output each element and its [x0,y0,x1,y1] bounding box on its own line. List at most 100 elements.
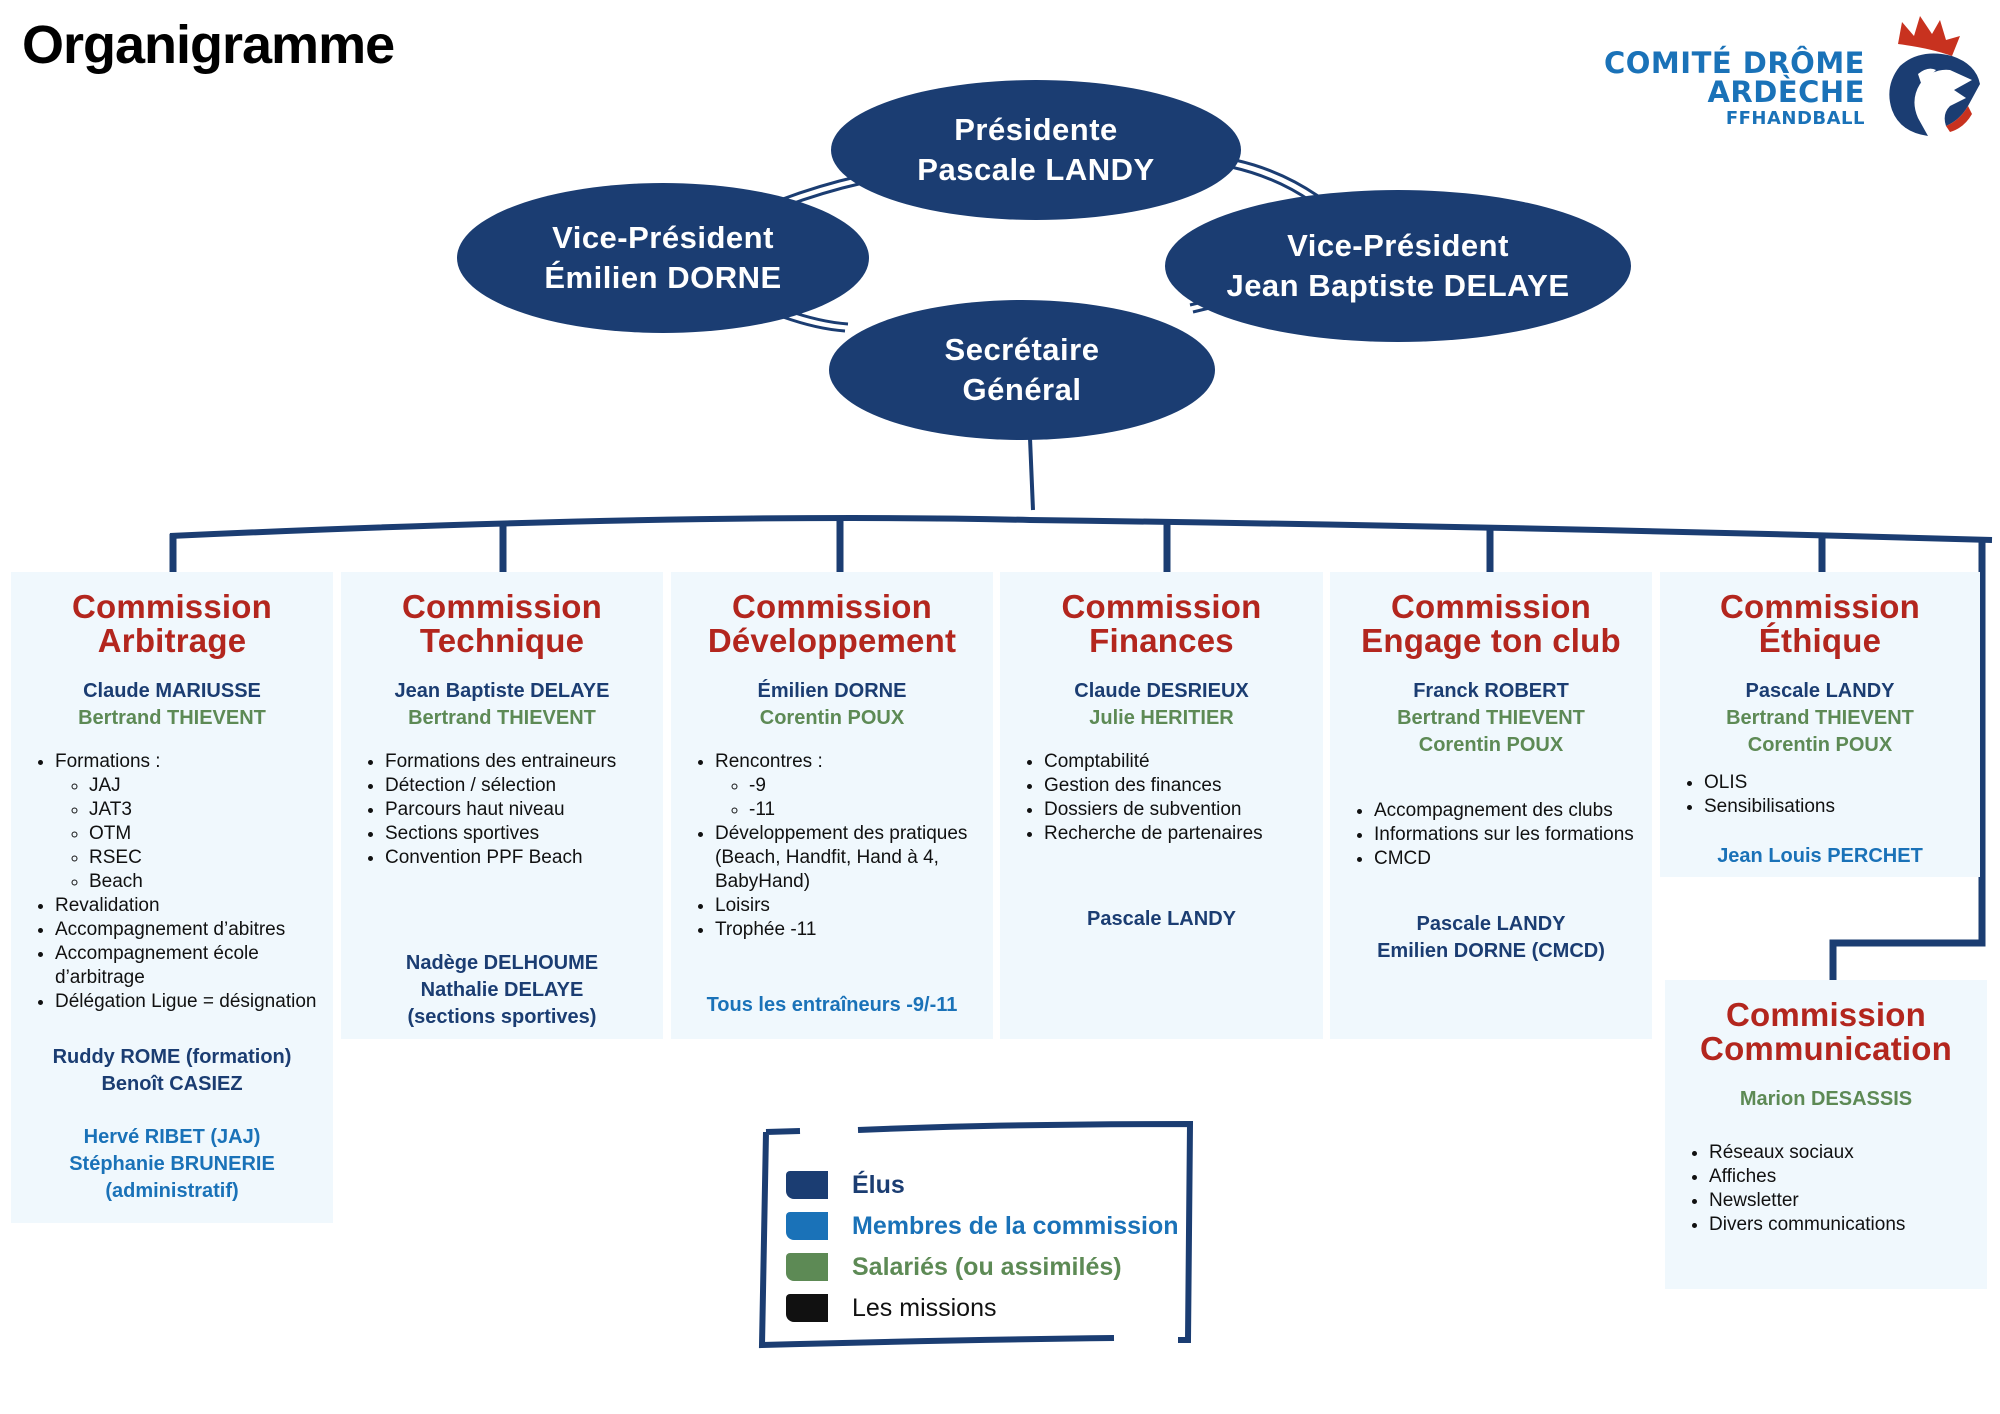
logo-text: COMITÉ DRÔME ARDÈCHE FFHANDBALL [1585,48,1865,131]
missions-list: Formations des entraineursDétection / sé… [351,750,653,870]
elu-name: Nadège DELHOUME [405,952,599,974]
secretary-ellipse [829,300,1215,440]
legend-label-elus: Élus [852,1170,905,1199]
vp1-role: Vice-Président [552,220,774,255]
elu-name: Ruddy ROME (formation) [52,1046,292,1068]
commission-title-line-1: Commission [401,588,603,625]
mission-item: Dossiers de subvention [1044,798,1313,822]
committee-logo: COMITÉ DRÔME ARDÈCHE FFHANDBALL [1585,14,1985,139]
vp1-name: Émilien DORNE [544,260,782,295]
mission-item: Accompagnement école d’arbitrage [55,942,323,990]
mission-item: Convention PPF Beach [385,846,653,870]
commission-membres: Jean Louis PERCHET [1670,843,1970,870]
salarie-name: Marion DESASSIS [1739,1088,1913,1110]
commission-title-line-1: Commission [731,588,933,625]
vp1-ellipse [457,183,869,333]
elu-name: Pascale LANDY [1416,913,1566,935]
commission-membres: Hervé RIBET (JAJ)Stéphanie BRUNERIE(admi… [21,1124,323,1205]
commission-title-line-1: Commission [1061,588,1262,625]
mission-item: Parcours haut niveau [385,798,653,822]
mission-subitem: JAJ [89,774,323,798]
logo-line-1: COMITÉ DRÔME [1604,46,1865,80]
commission-members: Marion DESASSIS [1675,1086,1977,1113]
elu-name: Franck ROBERT [1413,680,1569,702]
mission-item: Trophée -11 [715,918,983,942]
mission-subitem: Beach [89,870,323,894]
mission-item: Accompagnement des clubs [1374,799,1642,823]
mission-subitem: -9 [749,774,983,798]
mission-item: Comptabilité [1044,750,1313,774]
mission-subitem: JAT3 [89,798,323,822]
legend-item-missions: Les missions [786,1291,997,1325]
mission-item: Formations des entraineurs [385,750,653,774]
mission-item: Délégation Ligue = désignation [55,990,323,1014]
president-name: Pascale LANDY [917,152,1155,187]
link-president-vp2 [1234,158,1319,198]
mission-item: Accompagnement d’abitres [55,918,323,942]
membre-name: (administratif) [105,1180,239,1202]
legend: Élus Membres de la commission Salariés (… [762,1128,1190,1345]
missions-list: Rencontres :-9-11Développement des prati… [681,750,983,942]
link-vp1-secretary-b [782,315,846,333]
salarie-name: Corentin POUX [1747,734,1893,756]
membre-name: Jean Louis PERCHET [1717,845,1923,867]
rooster-logo-icon [1889,16,1980,136]
legend-label-membres: Membres de la commission [852,1211,1179,1240]
missions-list: Formations :JAJJAT3OTMRSECBeachRevalidat… [21,750,323,1014]
drop-communication [1829,538,1986,982]
legend-frame [758,1120,1194,1349]
mission-item: Newsletter [1709,1189,1977,1213]
legend-swatch-membres [786,1212,828,1240]
mission-item: CMCD [1374,847,1642,871]
missions-list: ComptabilitéGestion des financesDossiers… [1010,750,1313,846]
elu-name: Jean Baptiste DELAYE [394,680,610,702]
commission-title-line-2: Arbitrage [97,622,247,659]
commission-title-line-2: Engage ton club [1361,622,1621,659]
missions-list: Réseaux sociauxAffichesNewsletterDivers … [1675,1141,1977,1237]
president-ellipse [831,80,1241,220]
president-node: Présidente Pascale LANDY [917,110,1154,190]
mission-item: Divers communications [1709,1213,1977,1237]
salarie-name: Julie HERITIER [1089,707,1234,729]
legend-label-salaries: Salariés (ou assimilés) [852,1252,1122,1281]
additional-elus: Pascale LANDY [1010,906,1313,933]
elu-name: Pascale LANDY [1087,908,1236,930]
elu-name: Émilien DORNE [757,680,907,702]
mission-item: OLIS [1704,771,1970,795]
mission-item: Développement des pratiques (Beach, Hand… [715,822,983,894]
vp2-name: Jean Baptiste DELAYE [1226,268,1570,303]
missions-list: OLISSensibilisations [1670,771,1970,819]
legend-item-elus: Élus [786,1168,905,1202]
commission-title-line-1: Commission [1390,588,1592,625]
branch-bar [169,515,1993,543]
mission-item: Loisirs [715,894,983,918]
legend-swatch-elus [786,1171,828,1199]
president-role: Présidente [954,112,1118,147]
elu-name: Benoît CASIEZ [101,1073,243,1095]
commission-title-line-2: Éthique [1758,622,1882,659]
mission-sublist: -9-11 [715,774,983,822]
mission-item: Informations sur les formations [1374,823,1642,847]
mission-item: Réseaux sociaux [1709,1141,1977,1165]
membre-name: Hervé RIBET (JAJ) [83,1126,261,1148]
legend-label-missions: Les missions [852,1293,997,1322]
elu-name: Claude DESRIEUX [1074,680,1249,702]
mission-item: Sections sportives [385,822,653,846]
mission-item: Formations :JAJJAT3OTMRSECBeach [55,750,323,894]
mission-item: Gestion des finances [1044,774,1313,798]
logo-line-2: ARDÈCHE [1707,75,1865,109]
commission-title-line-2: Développement [707,622,957,659]
vp2-node: Vice-Président Jean Baptiste DELAYE [1226,226,1569,306]
mission-subitem: RSEC [89,846,323,870]
elu-name: Pascale LANDY [1745,680,1895,702]
mission-item: Sensibilisations [1704,795,1970,819]
secretary-role: Secrétaire [944,332,1100,367]
mission-item: Revalidation [55,894,323,918]
